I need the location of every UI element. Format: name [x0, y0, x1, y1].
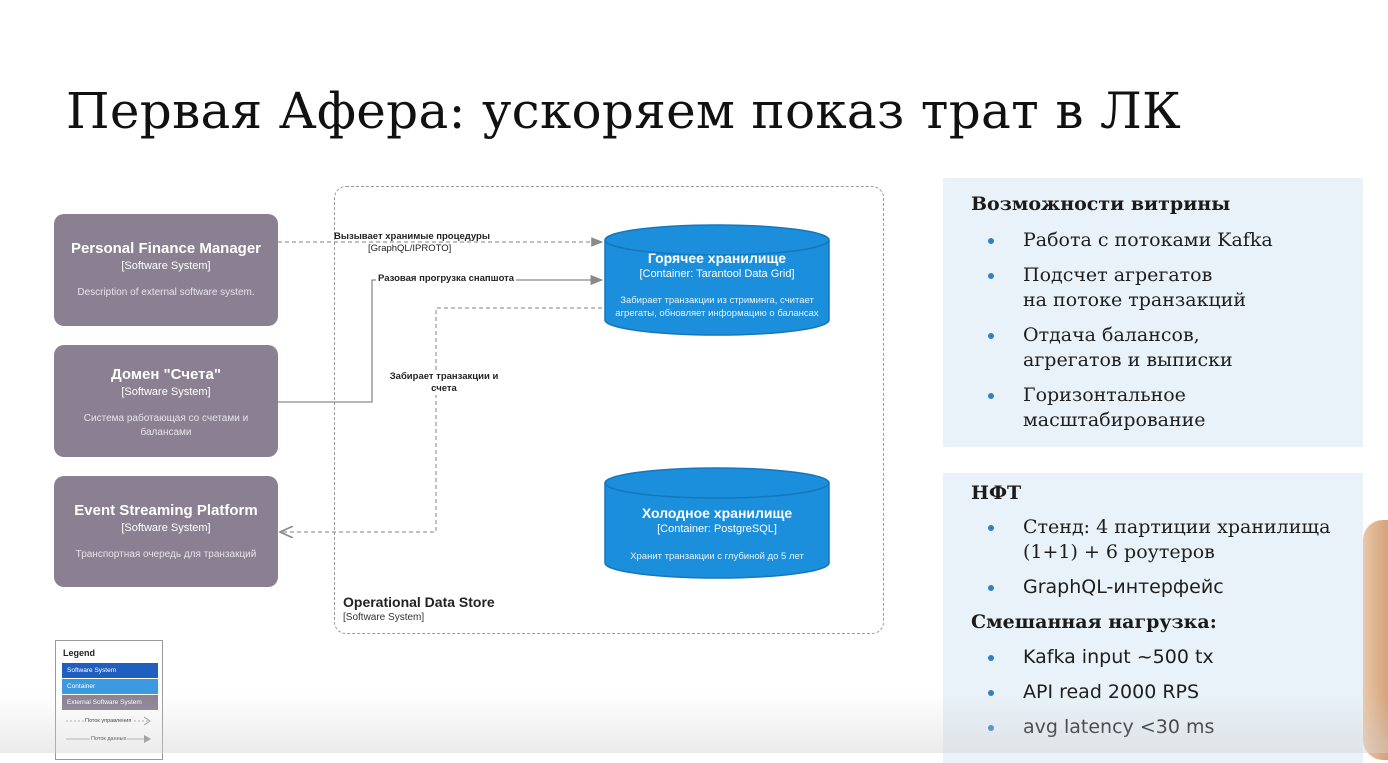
relation-label-text: Разовая прогрузка снапшота [378, 273, 515, 284]
features-heading: Возможности витрины [971, 193, 1231, 215]
load-item: API read 2000 RPS [987, 680, 1214, 705]
nfr-item: GraphQL-интерфейс [987, 575, 1330, 600]
external-system-kind: [Software System] [121, 386, 211, 398]
operational-data-store-boundary [334, 186, 884, 634]
external-system-accounts-domain[interactable]: Домен "Счета" [Software System] Система … [54, 345, 278, 457]
container-name: Холодное хранилище [641, 505, 793, 521]
load-item-text: Kafka input ~500 tx [1023, 646, 1214, 668]
container-kind: [Container: Tarantool Data Grid] [639, 268, 795, 280]
cylinder-shape [604, 467, 830, 579]
load-item: avg latency <30 ms [987, 715, 1214, 740]
mixed-load-heading: Смешанная нагрузка: [971, 611, 1217, 633]
relation-stored-procedures-label: Вызывает хранимые процедуры [GraphQL/IPR… [334, 231, 490, 255]
relation-transactions-label: Забирает транзакции и счета [386, 371, 502, 395]
nfr-panel: НФТ Стенд: 4 партиции хранилища (1+1) + 6… [943, 473, 1363, 763]
feature-item: Отдача балансов, агрегатов и выписки [987, 323, 1273, 373]
nfr-list: Стенд: 4 партиции хранилища (1+1) + 6 роу… [987, 515, 1330, 600]
external-system-description: Description of external software system. [77, 287, 255, 298]
nfr-item-text: GraphQL-интерфейс [1023, 576, 1224, 598]
feature-item-text: Отдача балансов, [1023, 324, 1200, 346]
feature-item-text: масштабирование [1023, 409, 1206, 431]
feature-item-text: Горизонтальное [1023, 384, 1186, 406]
external-system-description: Транспортная очередь для транзакций [75, 549, 257, 560]
external-system-kind: [Software System] [121, 522, 211, 534]
nfr-heading: НФТ [971, 482, 1022, 504]
container-kind: [Container: PostgreSQL] [657, 523, 777, 535]
container-description: Хранит транзакции с глубиной до 5 лет [630, 551, 804, 562]
external-system-personal-finance-manager[interactable]: Personal Finance Manager [Software Syste… [54, 214, 278, 326]
legend-line-data-flow: Поток данных [90, 736, 128, 742]
relation-sublabel-text: [GraphQL/IPROTO] [368, 243, 452, 254]
legend-item-software-system: Software System [62, 663, 158, 678]
legend-item-external-system: External Software System [62, 695, 158, 710]
container-name: Горячее хранилище [647, 250, 787, 266]
slide-title: Первая Афера: ускоряем показ трат в ЛК [66, 82, 1181, 140]
feature-item: Работа с потоками Kafka [987, 228, 1273, 253]
legend-title: Legend [63, 648, 96, 658]
nfr-item: Стенд: 4 партиции хранилища (1+1) + 6 роу… [987, 515, 1330, 565]
relation-snapshot-label: Разовая прогрузка снапшота [376, 273, 517, 285]
features-list: Работа с потоками Kafka Подсчет агрегато… [987, 228, 1273, 433]
feature-item-text: агрегатов и выписки [1023, 349, 1233, 371]
nfr-item-text: (1+1) + 6 роутеров [1023, 541, 1215, 563]
external-system-event-streaming-platform[interactable]: Event Streaming Platform [Software Syste… [54, 476, 278, 587]
nfr-item-text: Стенд: 4 партиции хранилища [1023, 516, 1331, 538]
legend-line-control-flow: Поток управления [84, 718, 133, 724]
load-item-text: avg latency <30 ms [1023, 716, 1215, 738]
external-system-name: Personal Finance Manager [70, 240, 262, 257]
external-system-kind: [Software System] [121, 260, 211, 272]
external-system-description: Система работающая со счетами и балансам… [83, 413, 249, 438]
external-system-name: Домен "Счета" [111, 366, 221, 383]
external-system-name: Event Streaming Platform [74, 502, 258, 519]
feature-item-text: на потоке транзакций [1023, 289, 1247, 311]
feature-item: Подсчет агрегатов на потоке транзакций [987, 263, 1273, 313]
feature-item-text: Подсчет агрегатов [1023, 264, 1213, 286]
diagram-legend: Legend Software System Container Externa… [55, 640, 163, 760]
boundary-name: Operational Data Store [343, 594, 495, 610]
load-item: Kafka input ~500 tx [987, 645, 1214, 670]
container-hot-storage[interactable]: Горячее хранилище [Container: Tarantool … [604, 224, 830, 336]
cylinder-shape [604, 224, 830, 336]
features-panel: Возможности витрины Работа с потоками Ka… [943, 178, 1363, 447]
legend-item-container: Container [62, 679, 158, 694]
container-description: Забирает транзакции из стриминга, считае… [615, 295, 819, 319]
load-item-text: API read 2000 RPS [1023, 681, 1200, 703]
feature-item: Горизонтальное масштабирование [987, 383, 1273, 433]
mixed-load-list: Kafka input ~500 tx API read 2000 RPS av… [987, 645, 1214, 740]
presenter-hand-edge [1363, 520, 1388, 760]
feature-item-text: Работа с потоками Kafka [1023, 229, 1273, 251]
relation-label-text: Вызывает хранимые процедуры [334, 231, 490, 242]
container-cold-storage[interactable]: Холодное хранилище [Container: PostgreSQ… [604, 467, 830, 579]
boundary-kind: [Software System] [343, 612, 425, 623]
relation-label-text: Забирает транзакции и счета [389, 371, 499, 394]
